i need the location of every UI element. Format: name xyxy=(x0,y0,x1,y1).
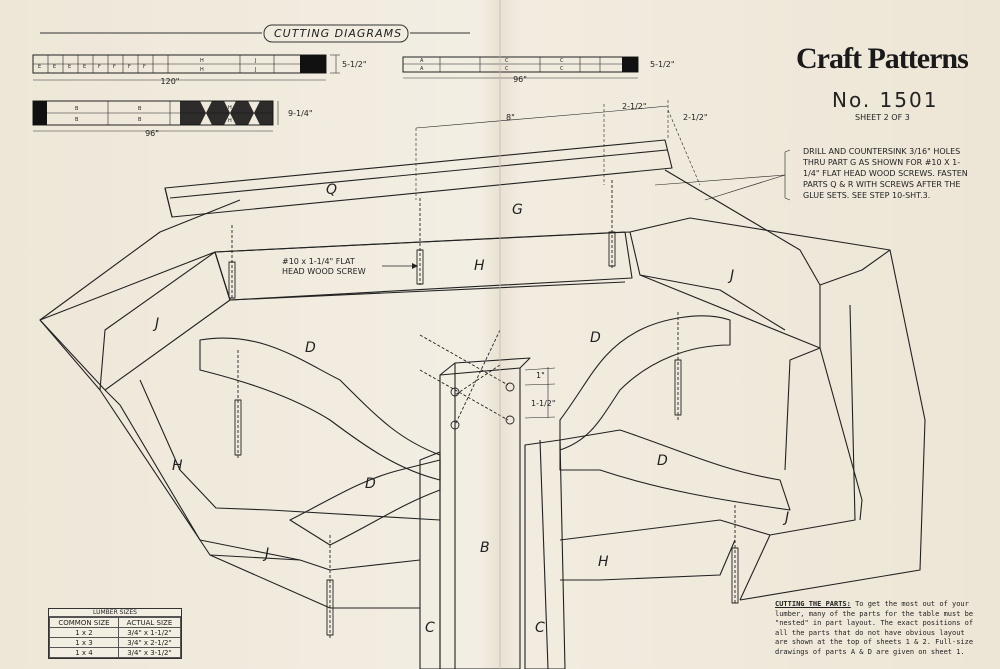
table-cell: 3/4" x 1-1/2" xyxy=(117,627,182,638)
screw-1 xyxy=(228,225,236,300)
label-part-c-left: C xyxy=(425,620,435,636)
screw-6 xyxy=(731,505,739,605)
label-part-c-right: C xyxy=(535,620,545,636)
label-part-d3: D xyxy=(365,476,376,492)
cutting-parts-text: CUTTING THE PARTS: To get the most out o… xyxy=(775,600,975,657)
board-120-cell-0: E xyxy=(38,64,41,70)
dim-1: 1" xyxy=(536,371,545,380)
post-screws xyxy=(419,329,515,430)
board-120: E E E E F F F F H H J J 120" 5-1/2" xyxy=(32,54,367,86)
board-96b-cell-0: B xyxy=(75,106,79,112)
brand-logo: Craft Patterns xyxy=(796,42,969,75)
diagram-title: CUTTING DIAGRAMS xyxy=(274,27,403,40)
table-row: 1 x 4 3/4" x 3-1/2" xyxy=(49,647,182,658)
lumber-sizes-table: LUMBER SIZES COMMON SIZE ACTUAL SIZE 1 x… xyxy=(48,608,182,659)
board-96a-cell-1: A xyxy=(420,66,424,72)
board-120-cell-7: F xyxy=(143,64,146,70)
board-120-cell-10: J xyxy=(254,58,256,64)
lumber-table-caption: LUMBER SIZES xyxy=(49,609,181,617)
board-120-cell-5: F xyxy=(113,64,116,70)
dim-2-1-2-b: 2-1/2" xyxy=(683,113,708,122)
board-96a-length: 96" xyxy=(513,75,527,84)
board-120-cell-8: H xyxy=(200,58,204,64)
pattern-number: No. 1501 xyxy=(832,88,939,112)
board-120-cell-3: E xyxy=(83,64,86,70)
label-part-q: Q xyxy=(326,182,337,198)
center-post xyxy=(419,357,566,669)
board-120-cell-11: J xyxy=(254,67,256,73)
screw-4 xyxy=(234,350,242,460)
screw-2 xyxy=(416,198,424,285)
dimension-lines xyxy=(415,100,791,419)
screw-3 xyxy=(608,180,616,268)
screws xyxy=(228,180,739,640)
label-part-h-top: H xyxy=(474,258,485,274)
board-120-cell-4: F xyxy=(98,64,101,70)
cutting-parts-heading: CUTTING THE PARTS: xyxy=(775,600,851,608)
board-96a-cell-3: C xyxy=(505,66,509,72)
screw-label-line-2: HEAD WOOD SCREW xyxy=(282,267,366,276)
board-96b-cell-4: H xyxy=(228,105,232,111)
part-q xyxy=(164,139,673,218)
board-96b-cell-2: B xyxy=(138,106,142,112)
table-row: 1 x 2 3/4" x 1-1/2" xyxy=(49,627,182,638)
board-96-a: A A C C C C 96" 5-1/2" xyxy=(402,56,675,84)
part-j-left xyxy=(39,251,231,391)
board-96b-cell-5: H xyxy=(228,118,232,124)
label-part-g: G xyxy=(512,202,523,218)
board-120-width: 5-1/2" xyxy=(342,60,367,69)
label-part-j-right: J xyxy=(727,268,734,284)
drilling-note: DRILL AND COUNTERSINK 3/16" HOLES THRU P… xyxy=(803,147,968,200)
label-part-d4: D xyxy=(657,453,668,469)
board-96a-cell-0: A xyxy=(420,58,424,64)
board-120-cell-6: F xyxy=(128,64,131,70)
label-part-h-bottom: H xyxy=(598,554,609,570)
label-part-d2: D xyxy=(590,330,601,346)
board-120-cell-2: E xyxy=(68,64,71,70)
cutting-parts-body: To get the most out of your lumber, many… xyxy=(775,600,974,656)
label-part-b: B xyxy=(480,540,490,556)
label-part-j-left: J xyxy=(152,316,159,332)
dim-8: 8" xyxy=(506,113,515,122)
board-96b-width: 9-1/4" xyxy=(288,109,313,118)
board-120-cell-9: H xyxy=(200,67,204,73)
board-120-length: 120" xyxy=(161,77,180,86)
lumber-table-header: COMMON SIZE xyxy=(49,617,119,628)
table-cell: 1 x 4 xyxy=(49,647,119,658)
label-part-d1: D xyxy=(305,340,316,356)
dim-2-1-2-a: 2-1/2" xyxy=(622,102,647,111)
board-96b-length: 96" xyxy=(145,129,159,138)
board-96a-cell-4: C xyxy=(560,58,564,64)
board-96b-cell-1: B xyxy=(75,117,79,123)
lumber-table-header: ACTUAL SIZE xyxy=(117,617,182,628)
table-row: 1 x 3 3/4" x 2-1/2" xyxy=(49,637,182,648)
board-96b-cell-3: B xyxy=(138,117,142,123)
board-96a-cell-2: C xyxy=(505,58,509,64)
screw-label-line-1: #10 x 1-1/4" FLAT xyxy=(282,257,355,266)
table-cell: 1 x 3 xyxy=(49,637,119,648)
board-96-b: B B B B H H 96" 9-1/4" xyxy=(32,100,313,138)
label-part-h-left: H xyxy=(172,458,183,474)
dim-1-1-2: 1-1/2" xyxy=(531,399,556,408)
label-part-j-bottom-left: J xyxy=(262,546,269,562)
screw-5 xyxy=(674,312,682,420)
label-part-j-bottom-right: J xyxy=(782,510,789,526)
sheet-number: SHEET 2 OF 3 xyxy=(855,113,910,122)
board-96a-width: 5-1/2" xyxy=(650,60,675,69)
table-cell: 1 x 2 xyxy=(49,627,119,638)
table-cell: 3/4" x 2-1/2" xyxy=(117,637,182,648)
screw-7 xyxy=(326,535,334,640)
table-cell: 3/4" x 3-1/2" xyxy=(117,647,182,658)
board-96a-cell-5: C xyxy=(560,66,564,72)
board-120-cell-1: E xyxy=(53,64,56,70)
